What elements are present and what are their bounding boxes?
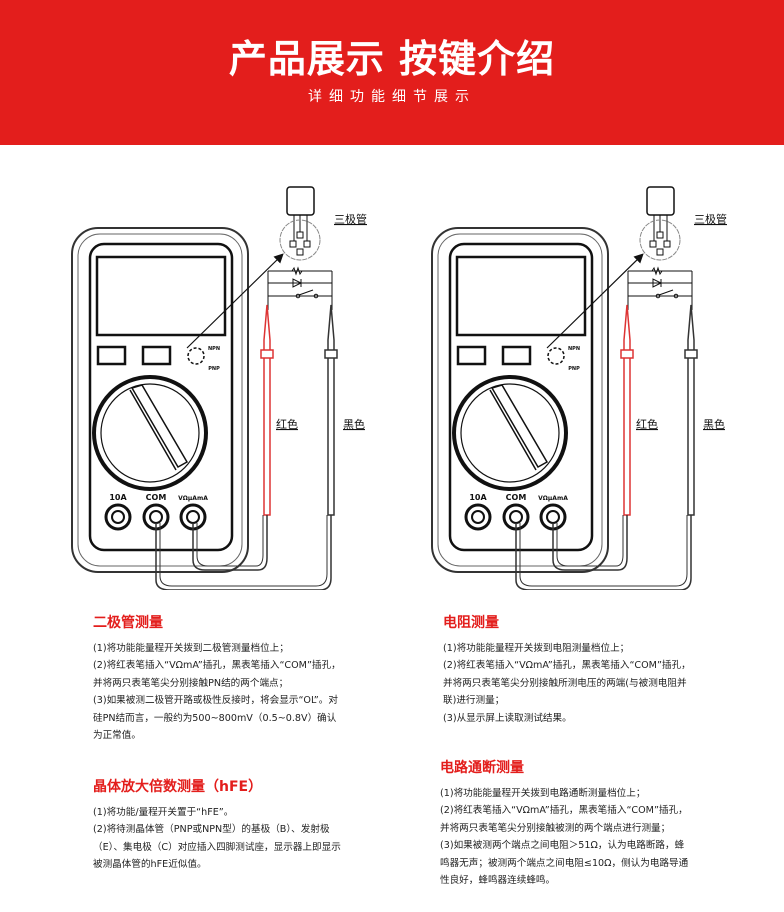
section-line: (3)如果被测两个端点之间电阻＞51Ω，认为电路断路，蜂鸣器无声；被测两个端点之… <box>440 840 689 887</box>
section-diode: 二极管测量 (1)将功能能量程开关拨到二极管测量档位上； (2)将红表笔插入“V… <box>93 612 343 744</box>
section-continuity: 电路通断测量 (1)将功能能量程开关拨到电路通断测量档位上； (2)将红表笔插入… <box>440 757 690 889</box>
black-probe-label: 黑色 <box>703 417 725 431</box>
jack-label-com: COM <box>146 493 167 502</box>
npn-label: NPN <box>208 346 220 352</box>
red-probe-label: 红色 <box>636 417 658 431</box>
page-subtitle: 详细功能细节展示 <box>308 89 476 105</box>
jack-label-10a: 10A <box>109 493 127 502</box>
jack-label-10a: 10A <box>469 493 487 502</box>
header-banner: 产品展示 按键介绍 详细功能细节展示 <box>0 0 784 145</box>
jack-label-v: VΩμAmA <box>538 495 568 502</box>
section-title: 电阻测量 <box>443 615 499 631</box>
section-line: (2)将红表笔插入“VΩmA”插孔，黑表笔插入“COM”插孔，并将两只表笔笔尖分… <box>440 805 688 834</box>
page-title: 产品展示 按键介绍 <box>228 37 556 81</box>
section-hfe: 晶体放大倍数测量（hFE） (1)将功能/量程开关置于“hFE”。 (2)将待测… <box>93 776 343 874</box>
jack-label-v: VΩμAmA <box>178 495 208 502</box>
transistor-label: 三极管 <box>694 212 727 226</box>
section-resistance: 电阻测量 (1)将功能能量程开关拨到电阻测量档位上； (2)将红表笔插入“VΩm… <box>443 612 693 727</box>
section-line: (1)将功能能量程开关拨到电路通断测量档位上； <box>440 788 646 799</box>
multimeter-diagram-right <box>432 187 697 590</box>
section-title: 晶体放大倍数测量（hFE） <box>93 779 263 795</box>
pnp-label: PNP <box>568 366 580 372</box>
section-line: (2)将红表笔插入“VΩmA”插孔，黑表笔插入“COM”插孔，并将两只表笔笔尖分… <box>93 660 341 689</box>
red-probe-label: 红色 <box>276 417 298 431</box>
section-line: (1)将功能能量程开关拨到电阻测量档位上； <box>443 643 630 654</box>
section-line: (1)将功能/量程开关置于“hFE”。 <box>93 807 234 818</box>
pnp-label: PNP <box>208 366 220 372</box>
multimeter-diagram-left <box>72 187 337 590</box>
section-line: (2)将待测晶体管（PNP或NPN型）的基极（B）、发射极（E）、集电极（C）对… <box>93 824 341 871</box>
section-line: (2)将红表笔插入“VΩmA”插孔，黑表笔插入“COM”插孔，并将两只表笔笔尖分… <box>443 660 691 707</box>
section-line: (3)如果被测二极管开路或极性反接时，将会显示“OL”。对硅PN结而言，一般约为… <box>93 695 338 742</box>
section-line: (3)从显示屏上读取测试结果。 <box>443 712 572 724</box>
jack-label-com: COM <box>506 493 527 502</box>
section-title: 电路通断测量 <box>440 760 524 776</box>
multimeter-diagrams: 10A COM VΩμAmA 10A COM VΩμAmA NPN PNP NP… <box>0 150 727 590</box>
section-title: 二极管测量 <box>93 615 163 631</box>
npn-label: NPN <box>568 346 580 352</box>
black-probe-label: 黑色 <box>343 417 365 431</box>
transistor-label: 三极管 <box>334 212 367 226</box>
section-line: (1)将功能能量程开关拨到二极管测量档位上； <box>93 643 289 654</box>
